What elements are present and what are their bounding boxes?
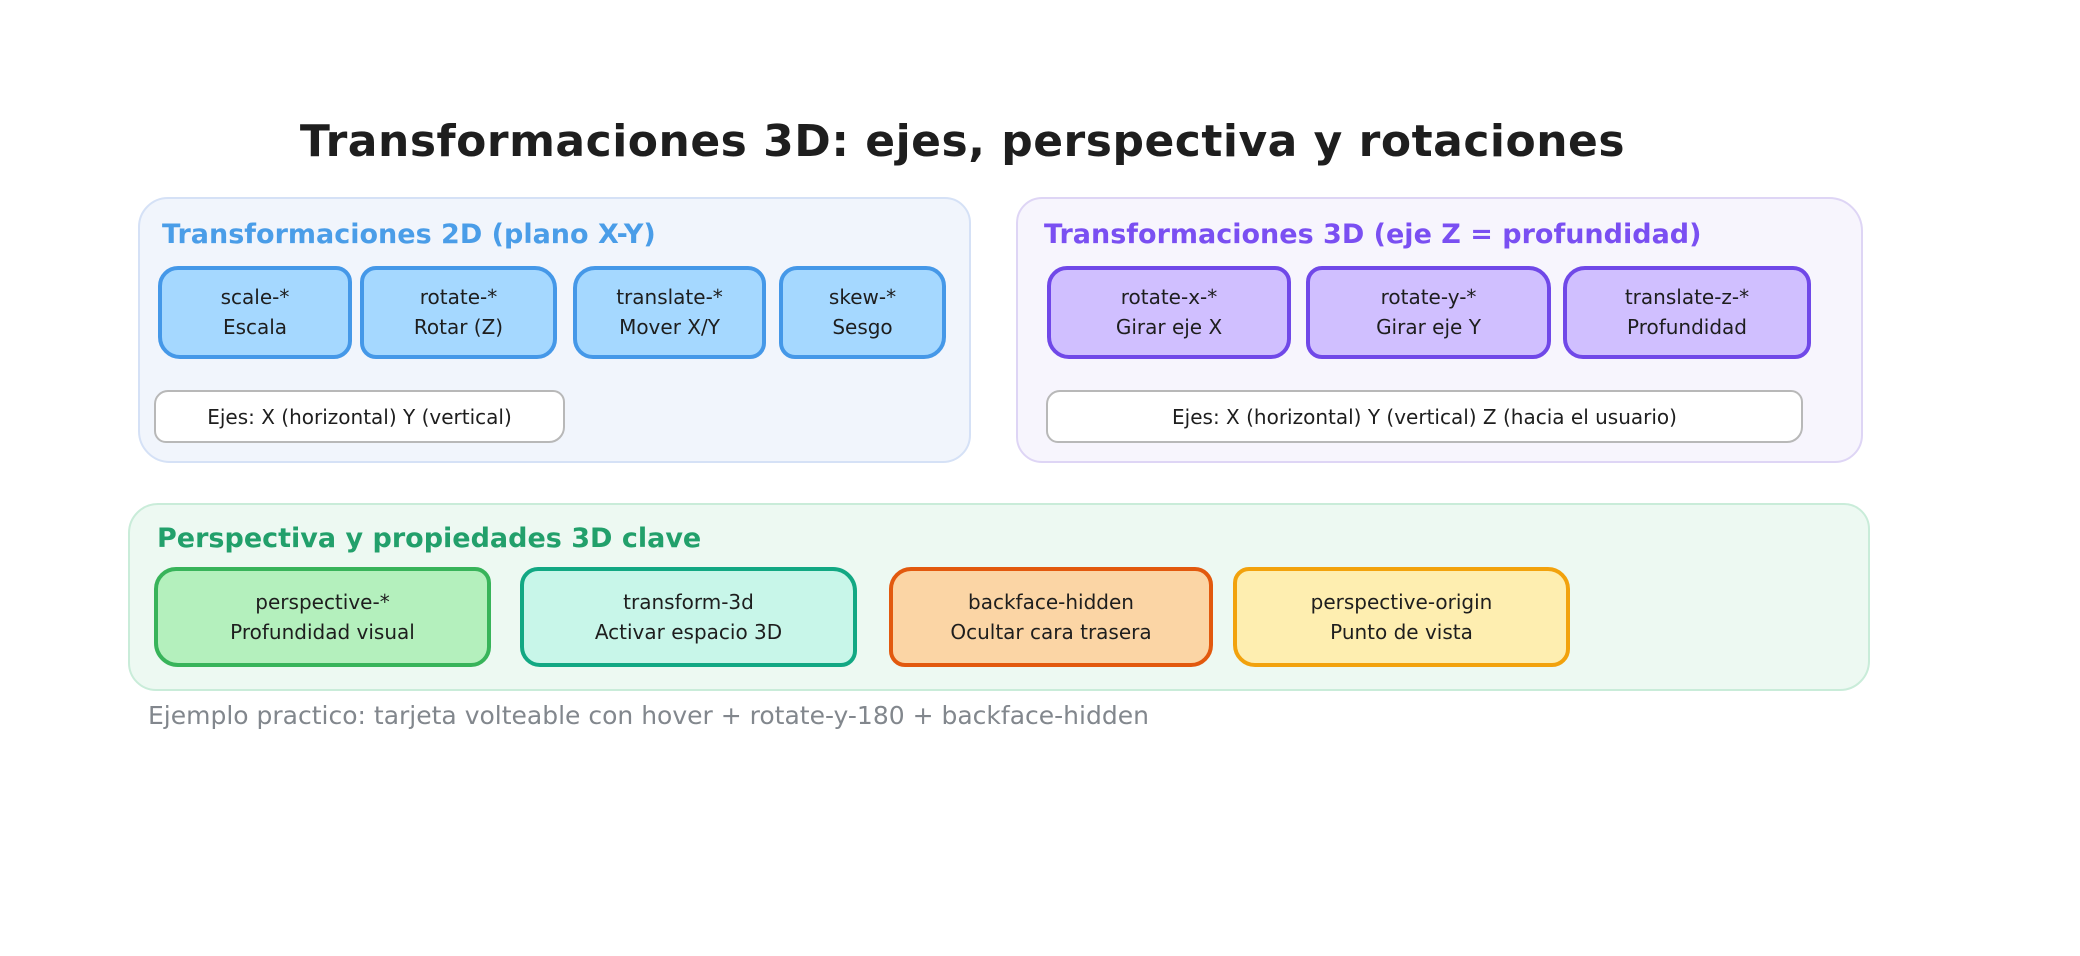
- card-translate-z: translate-z-* Profundidad: [1563, 266, 1811, 359]
- card-backface-hidden: backface-hidden Ocultar cara trasera: [889, 567, 1213, 667]
- card-scale-label: Escala: [222, 315, 288, 339]
- card-rotate-y: rotate-y-* Girar eje Y: [1306, 266, 1551, 359]
- card-scale-code: scale-*: [220, 285, 290, 309]
- card-rotate-x-label: Girar eje X: [1115, 315, 1223, 339]
- card-perspective-origin-code: perspective-origin: [1310, 589, 1493, 614]
- card-scale: scale-* Escala: [158, 266, 352, 359]
- card-translate-label: Mover X/Y: [619, 315, 720, 339]
- panel-3d-header: Transformaciones 3D (eje Z = profundidad…: [1044, 219, 1702, 250]
- card-rotate-label: Rotar (Z): [413, 315, 504, 339]
- card-backface-hidden-label: Ocultar cara trasera: [950, 619, 1152, 644]
- panel-transformaciones-2d: Transformaciones 2D (plano X-Y) scale-* …: [138, 197, 971, 463]
- card-perspective-code: perspective-*: [255, 589, 390, 614]
- card-translate-code: translate-*: [616, 285, 723, 309]
- example-caption: Ejemplo practico: tarjeta volteable con …: [148, 701, 1149, 730]
- diagram-title: Transformaciones 3D: ejes, perspectiva y…: [299, 116, 1626, 167]
- card-perspective-label: Profundidad visual: [230, 619, 415, 644]
- axes-note-3d: Ejes: X (horizontal) Y (vertical) Z (hac…: [1046, 390, 1803, 443]
- card-rotate: rotate-* Rotar (Z): [360, 266, 557, 359]
- panel-transformaciones-3d: Transformaciones 3D (eje Z = profundidad…: [1016, 197, 1863, 463]
- card-translate-z-code: translate-z-*: [1624, 285, 1750, 309]
- card-rotate-y-label: Girar eje Y: [1376, 315, 1481, 339]
- card-rotate-x: rotate-x-* Girar eje X: [1047, 266, 1291, 359]
- card-skew: skew-* Sesgo: [779, 266, 946, 359]
- card-backface-hidden-code: backface-hidden: [968, 589, 1134, 614]
- card-perspective: perspective-* Profundidad visual: [154, 567, 491, 667]
- card-transform-3d-label: Activar espacio 3D: [594, 619, 783, 644]
- card-rotate-y-code: rotate-y-*: [1380, 285, 1477, 309]
- axes-note-2d: Ejes: X (horizontal) Y (vertical): [154, 390, 565, 443]
- panel-2d-header: Transformaciones 2D (plano X-Y): [162, 219, 656, 250]
- card-skew-code: skew-*: [828, 285, 897, 309]
- card-transform-3d-code: transform-3d: [623, 589, 754, 614]
- card-perspective-origin: perspective-origin Punto de vista: [1233, 567, 1570, 667]
- card-translate: translate-* Mover X/Y: [573, 266, 766, 359]
- card-translate-z-label: Profundidad: [1626, 315, 1748, 339]
- panel-persp-header: Perspectiva y propiedades 3D clave: [157, 523, 702, 554]
- card-skew-label: Sesgo: [832, 315, 893, 339]
- card-rotate-code: rotate-*: [419, 285, 498, 309]
- card-transform-3d: transform-3d Activar espacio 3D: [520, 567, 857, 667]
- panel-perspectiva: Perspectiva y propiedades 3D clave persp…: [128, 503, 1870, 691]
- card-perspective-origin-label: Punto de vista: [1330, 619, 1473, 644]
- card-rotate-x-code: rotate-x-*: [1120, 285, 1218, 309]
